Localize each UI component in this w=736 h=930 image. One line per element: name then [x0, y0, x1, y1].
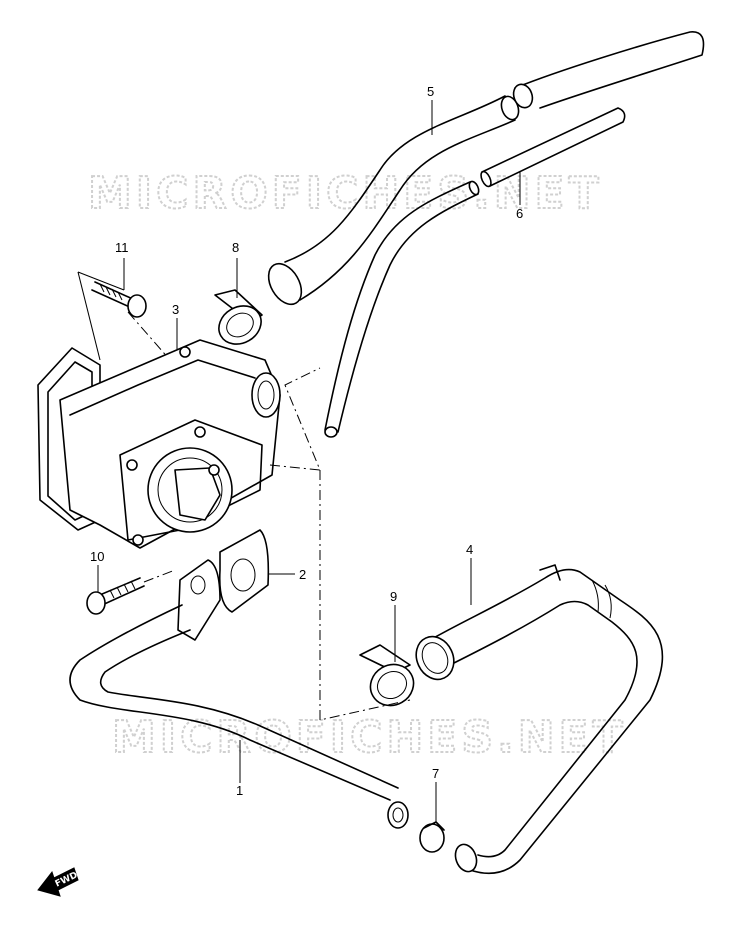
dash-line-lower — [319, 470, 411, 721]
watermark-top: MICROFICHES.NET — [88, 168, 603, 219]
part-label-3: 3 — [172, 302, 179, 317]
part-label-6: 6 — [516, 206, 523, 221]
part-label-5: 5 — [427, 84, 434, 99]
leader-lines — [77, 100, 521, 822]
part-label-4: 4 — [466, 542, 473, 557]
clamp-8 — [214, 289, 263, 345]
hose-5 — [267, 31, 705, 306]
pipe-1 — [69, 559, 409, 829]
watermark-bottom: MICROFICHES.NET — [112, 712, 627, 763]
part-label-10: 10 — [90, 549, 104, 564]
clip-7 — [419, 821, 445, 853]
part-label-11: 11 — [115, 240, 129, 255]
valve-3 — [37, 339, 281, 549]
part-label-2: 2 — [299, 567, 306, 582]
bolt-10 — [86, 569, 176, 615]
clamp-9 — [359, 644, 415, 707]
part-label-1: 1 — [236, 783, 243, 798]
hose-4 — [415, 564, 664, 875]
part-label-9: 9 — [390, 589, 397, 604]
bolt-11 — [91, 281, 171, 361]
hose-6 — [324, 107, 626, 438]
dash-line-valve — [269, 367, 321, 471]
part-label-8: 8 — [232, 240, 239, 255]
fwd-arrow-icon: FWD — [37, 867, 79, 897]
gasket-2 — [218, 529, 270, 613]
part-label-7: 7 — [432, 766, 439, 781]
